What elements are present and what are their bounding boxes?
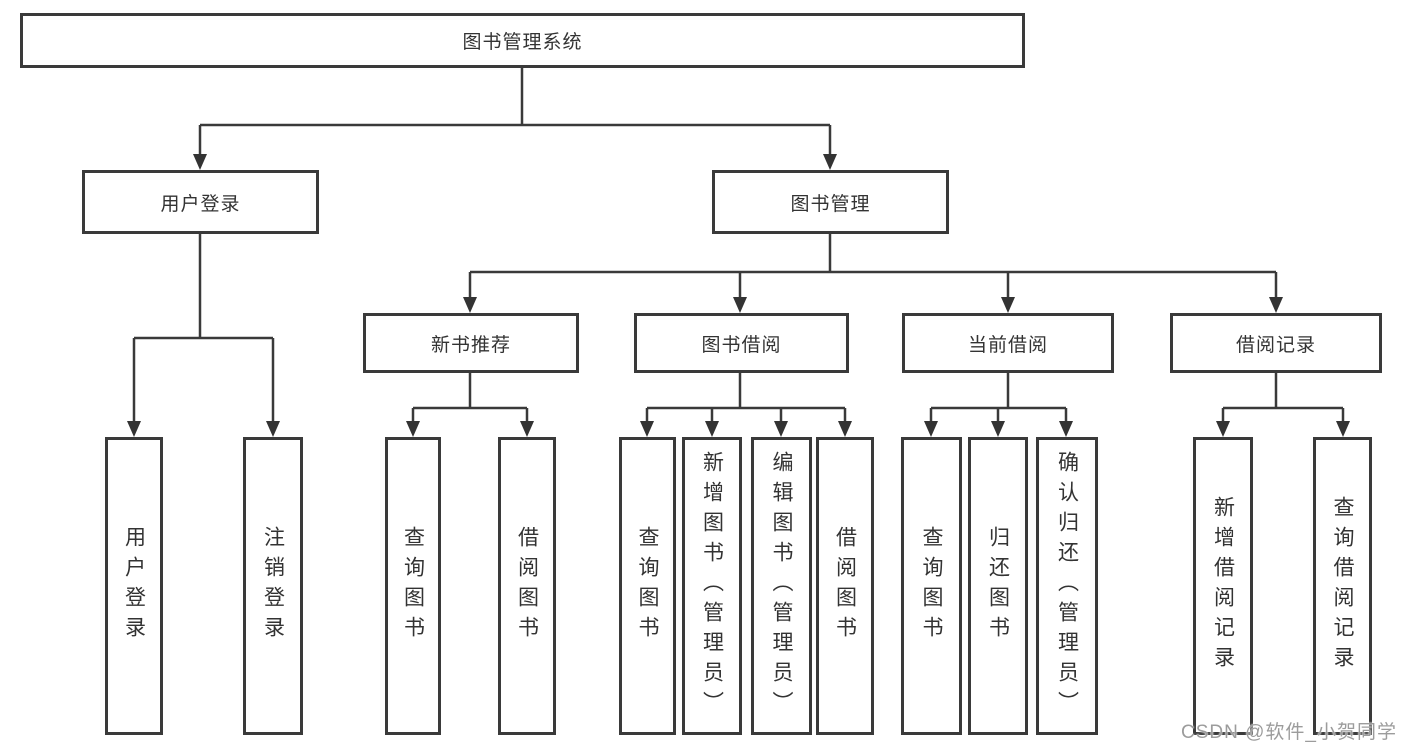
node-borrowing-records-label: 借阅记录 [1235,334,1316,356]
leaf-label: 查询图书 [920,526,943,646]
leaf-label: 借阅图书 [515,526,539,646]
leaf-label: 用户登录 [122,526,146,646]
leaf-query-books-1: 查询图书 [385,437,441,735]
node-user-login-label: 用户登录 [160,193,241,215]
leaf-query-books-2: 查询图书 [619,437,676,735]
node-book-mgmt-label: 图书管理 [790,193,871,215]
leaf-add-borrow-record: 新增借阅记录 [1193,437,1253,735]
csdn-watermark: CSDN @软件_小贺同学 [1181,722,1397,743]
node-new-book-recommend-label: 新书推荐 [430,334,511,356]
leaf-label: 查询图书 [401,526,425,646]
leaf-query-books-3: 查询图书 [901,437,962,735]
leaf-user-login: 用户登录 [105,437,163,735]
tree-edges [132,68,1345,425]
node-current-borrowing: 当前借阅 [902,313,1114,373]
leaf-label: 新增图书（管理员） [700,451,724,721]
leaf-label: 新增借阅记录 [1211,496,1235,676]
node-new-book-recommend: 新书推荐 [363,313,579,373]
leaf-label: 查询借阅记录 [1331,496,1354,676]
node-borrowing-records: 借阅记录 [1170,313,1382,373]
node-book-mgmt: 图书管理 [712,170,949,234]
leaf-borrow-books-1: 借阅图书 [498,437,556,735]
leaf-label: 归还图书 [986,526,1010,646]
node-current-borrowing-label: 当前借阅 [967,334,1048,356]
leaf-edit-books-admin: 编辑图书（管理员） [751,437,812,735]
leaf-logout: 注销登录 [243,437,303,735]
node-book-borrowing: 图书借阅 [634,313,849,373]
leaf-label: 确认归还（管理员） [1055,451,1079,721]
leaf-return-books: 归还图书 [968,437,1028,735]
leaf-label: 注销登录 [261,526,285,646]
leaf-query-borrow-record: 查询借阅记录 [1313,437,1372,735]
node-user-login: 用户登录 [82,170,319,234]
leaf-label: 编辑图书（管理员） [770,451,793,721]
node-book-borrowing-label: 图书借阅 [701,334,782,356]
leaf-add-books-admin: 新增图书（管理员） [682,437,742,735]
leaf-label: 借阅图书 [833,526,857,646]
leaf-borrow-books-2: 借阅图书 [816,437,874,735]
arrowhead-icons [127,154,1350,437]
leaf-label: 查询图书 [636,526,659,646]
node-root-system: 图书管理系统 [20,13,1025,68]
leaf-confirm-return-admin: 确认归还（管理员） [1036,437,1098,735]
node-root-label: 图书管理系统 [462,32,583,53]
